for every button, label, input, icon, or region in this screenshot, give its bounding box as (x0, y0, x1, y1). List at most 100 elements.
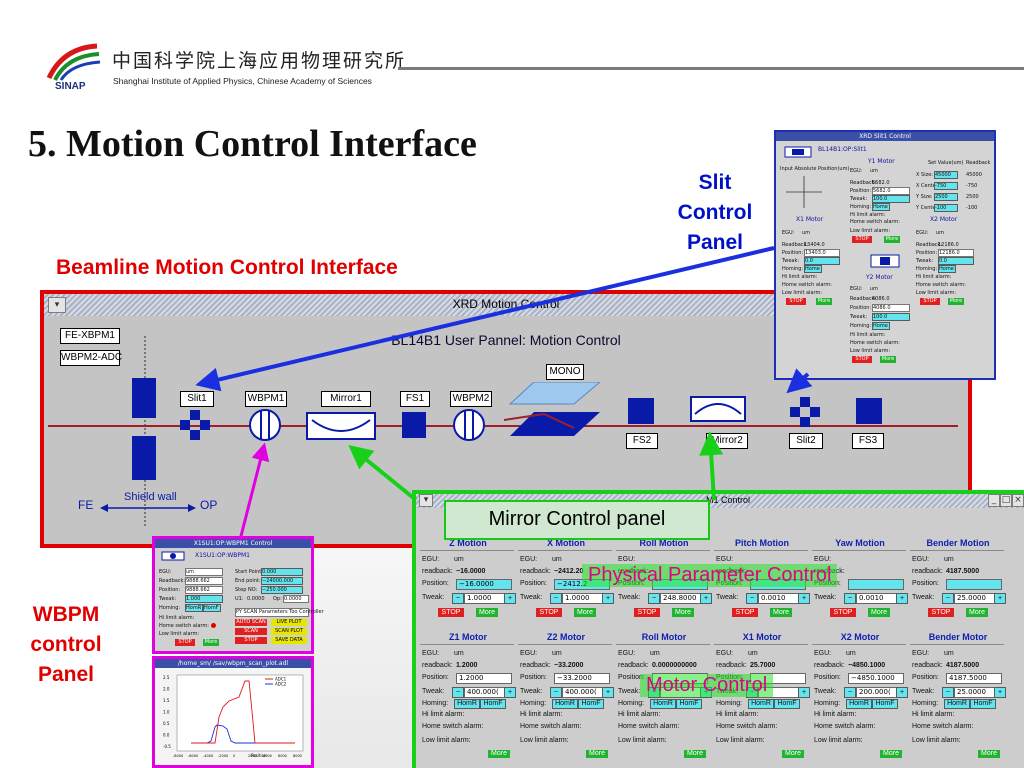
homr-button[interactable]: HomR (944, 699, 970, 709)
wbpm1-icon[interactable] (248, 408, 282, 442)
tweak-plus-button[interactable]: + (700, 593, 712, 604)
position-input[interactable]: 4187.5000 (946, 673, 1002, 684)
y1-more-button[interactable]: More (884, 236, 900, 243)
x1-position-input[interactable]: 13403.0 (804, 249, 840, 257)
position-input[interactable]: −16.0000 (456, 579, 512, 590)
tweak-minus-button[interactable]: − (844, 593, 856, 604)
tweak-plus-button[interactable]: + (994, 687, 1006, 698)
tweak-plus-button[interactable]: + (896, 687, 908, 698)
homf-button[interactable]: HomF (872, 699, 898, 709)
tweak-plus-button[interactable]: + (602, 593, 614, 604)
position-input[interactable]: −33.2000 (554, 673, 610, 684)
x-size-input[interactable]: 45000 (934, 171, 958, 179)
y1-tweak-input[interactable]: 100.0 (872, 195, 910, 203)
homr-button[interactable]: HomR (650, 699, 676, 709)
more-button[interactable]: More (684, 750, 706, 758)
tweak-input[interactable]: 400.000( (562, 687, 604, 698)
stop-button[interactable]: STOP (732, 608, 758, 617)
x1-home-button[interactable]: Home (804, 265, 822, 273)
x1-tweak-input[interactable]: 0.0 (804, 257, 840, 265)
stop-button[interactable]: STOP (634, 608, 660, 617)
x2-home-button[interactable]: Home (938, 265, 956, 273)
y1-home-button[interactable]: Home (872, 203, 890, 211)
fe-xbpm1-button[interactable]: FE-XBPM1 (60, 328, 120, 344)
x-center-input[interactable]: -750 (934, 182, 958, 190)
tweak-plus-button[interactable]: + (504, 687, 516, 698)
wbpm-stop-button[interactable]: STOP (175, 639, 195, 646)
tweak-plus-button[interactable]: + (896, 593, 908, 604)
wbpm-more-button[interactable]: More (203, 639, 219, 646)
wbpm-position-input[interactable]: 9888.662 (185, 586, 223, 594)
wbpm2-icon[interactable] (452, 408, 486, 442)
y2-more-button[interactable]: More (880, 356, 896, 363)
stop-button[interactable]: STOP (536, 608, 562, 617)
y2-stop-button[interactable]: STOP (852, 356, 872, 363)
homr-button[interactable]: HomR (552, 699, 578, 709)
x2-tweak-input[interactable]: 0.0 (938, 257, 974, 265)
live-plot-button[interactable]: LIVE PLOT (271, 619, 307, 626)
tweak-plus-button[interactable]: + (994, 593, 1006, 604)
slit1-icon[interactable] (180, 410, 210, 440)
homr-button[interactable]: HomR (846, 699, 872, 709)
tweak-input[interactable]: 1.0000 (562, 593, 604, 604)
scan-button[interactable]: SCAN (235, 628, 267, 635)
stop-button[interactable]: STOP (928, 608, 954, 617)
tweak-input[interactable]: 400.000( (464, 687, 506, 698)
tweak-input[interactable]: 0.0010 (856, 593, 898, 604)
more-button[interactable]: More (966, 608, 988, 617)
y1-position-input[interactable]: 5682.0 (872, 187, 910, 195)
tweak-minus-button[interactable]: − (942, 593, 954, 604)
position-input[interactable] (946, 579, 1002, 590)
tweak-minus-button[interactable]: − (648, 593, 660, 604)
tweak-plus-button[interactable]: + (798, 593, 810, 604)
slit-panel-title-bar[interactable]: XRD Slit1 Control (776, 132, 994, 141)
scan-stop-button[interactable]: STOP (235, 637, 267, 644)
tweak-minus-button[interactable]: − (844, 687, 856, 698)
mirror-menu-button[interactable]: ▾ (419, 494, 433, 507)
tweak-plus-button[interactable]: + (798, 687, 810, 698)
x2-more-button[interactable]: More (948, 298, 964, 305)
y1-stop-button[interactable]: STOP (852, 236, 872, 243)
homf-button[interactable]: HomF (774, 699, 800, 709)
scan-plot-button[interactable]: SCAN PLOT (271, 628, 307, 635)
slit2-icon[interactable] (790, 397, 820, 427)
close-button[interactable]: × (1012, 494, 1024, 507)
plot-title-bar[interactable]: /home_sm/ /sav/wbpm_scan_plot.adl (155, 659, 311, 668)
more-button[interactable]: More (586, 750, 608, 758)
homf-button[interactable]: HomF (970, 699, 996, 709)
tweak-minus-button[interactable]: − (452, 687, 464, 698)
homr-button[interactable]: HomR (748, 699, 774, 709)
mirror2-icon[interactable] (690, 396, 746, 422)
more-button[interactable]: More (770, 608, 792, 617)
homr-button[interactable]: HomR (454, 699, 480, 709)
x1-stop-button[interactable]: STOP (786, 298, 806, 305)
tweak-plus-button[interactable]: + (504, 593, 516, 604)
more-button[interactable]: More (880, 750, 902, 758)
tweak-input[interactable]: 0.0010 (758, 593, 800, 604)
stop-button[interactable]: STOP (830, 608, 856, 617)
more-button[interactable]: More (672, 608, 694, 617)
tweak-input[interactable]: 25.0000 (954, 687, 996, 698)
wbpm-homr-button[interactable]: HomR (185, 604, 203, 612)
wbpm-homf-button[interactable]: HomF (203, 604, 221, 612)
homf-button[interactable]: HomF (480, 699, 506, 709)
window-menu-button[interactable]: ▾ (48, 297, 66, 313)
homf-button[interactable]: HomF (676, 699, 702, 709)
tweak-input[interactable]: 25.0000 (954, 593, 996, 604)
tweak-input[interactable]: 200.000( (856, 687, 898, 698)
more-button[interactable]: More (488, 750, 510, 758)
stop-button[interactable]: STOP (438, 608, 464, 617)
tweak-input[interactable]: 1.0000 (464, 593, 506, 604)
wbpm-title-bar[interactable]: X1SU1:OP:WBPM1 Control (155, 539, 311, 548)
tweak-minus-button[interactable]: − (550, 593, 562, 604)
more-button[interactable]: More (978, 750, 1000, 758)
y2-tweak-input[interactable]: 100.0 (872, 313, 910, 321)
tweak-minus-button[interactable]: − (746, 593, 758, 604)
more-button[interactable]: More (476, 608, 498, 617)
y2-home-button[interactable]: Home (872, 322, 890, 330)
more-button[interactable]: More (868, 608, 890, 617)
wbpm-tweak-input[interactable]: 1.000 (185, 595, 223, 603)
position-input[interactable] (848, 579, 904, 590)
auto-scan-button[interactable]: AUTO SCAN (235, 619, 267, 626)
more-button[interactable]: More (782, 750, 804, 758)
